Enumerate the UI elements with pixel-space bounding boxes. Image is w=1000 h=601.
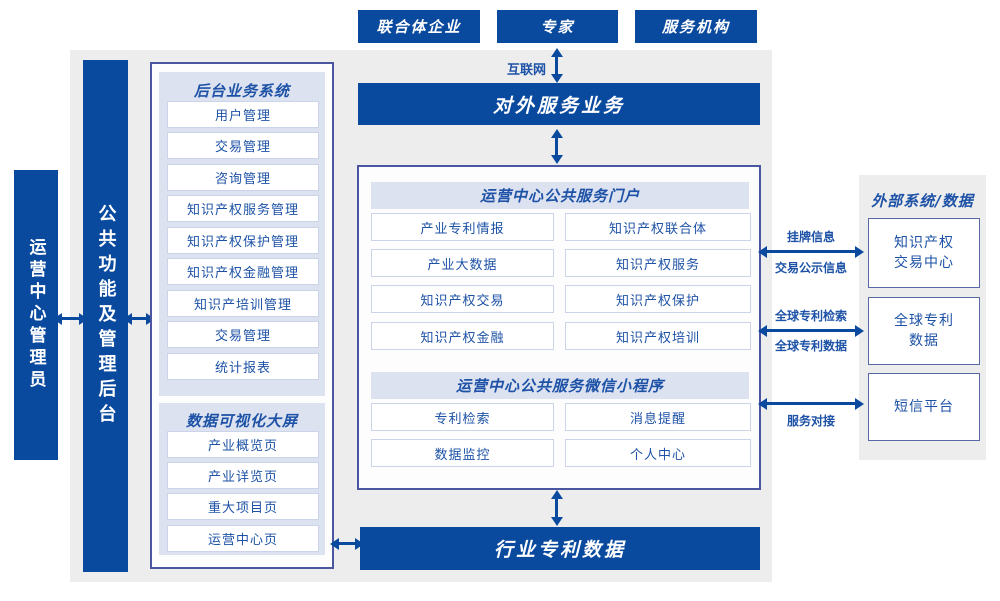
- backend-item-user-management: 用户管理: [167, 101, 319, 128]
- backend-item-statistics-reports: 统计报表: [167, 353, 319, 380]
- backend-item-ip-training-management: 知识产培训管理: [167, 290, 319, 317]
- external-system-sms-platform: 短信平台: [868, 373, 980, 441]
- double-arrow-icon: [330, 537, 364, 550]
- admin-sidebar: 运营中心管理员: [14, 170, 58, 460]
- double-arrow-icon: [758, 397, 864, 410]
- portal-item-industry-big-data: 产业大数据: [371, 249, 554, 277]
- portal-item-ip-trading: 知识产权交易: [371, 285, 554, 313]
- dashboard-item-industry-detail: 产业详览页: [167, 462, 319, 489]
- backend-item-consulting-management: 咨询管理: [167, 164, 319, 191]
- miniprogram-item-message-reminder: 消息提醒: [565, 403, 751, 431]
- portal-item-ip-service: 知识产权服务: [565, 249, 751, 277]
- vertical-double-arrow-icon: [550, 129, 563, 164]
- portal-item-ip-finance: 知识产权金融: [371, 322, 554, 350]
- connection-label-global-patent-data: 全球专利数据: [774, 339, 847, 353]
- backend-functions-sidebar: 公共功能及管理后台: [83, 60, 128, 572]
- portal-item-ip-training: 知识产权培训: [565, 322, 751, 350]
- backend-item-ip-finance-management: 知识产权金融管理: [167, 258, 319, 285]
- dashboard-item-industry-overview: 产业概览页: [167, 431, 319, 458]
- miniprogram-item-patent-search: 专利检索: [371, 403, 554, 431]
- connection-label-listing-info: 挂牌信息: [786, 230, 835, 244]
- backend-business-panel: 后台业务系统 用户管理 交易管理 咨询管理 知识产权服务管理 知识产权保护管理 …: [159, 72, 325, 396]
- connection-label-trade-publicity-info: 交易公示信息: [774, 261, 847, 275]
- external-systems-title: 外部系统/数据: [871, 192, 974, 210]
- double-arrow-icon: [123, 312, 155, 325]
- double-arrow-icon: [758, 245, 864, 258]
- backend-item-ip-protection-management: 知识产权保护管理: [167, 227, 319, 254]
- double-arrow-icon: [758, 324, 864, 337]
- portal-item-ip-protection: 知识产权保护: [565, 285, 751, 313]
- internet-label: 互联网: [506, 63, 546, 78]
- miniprogram-title: 运营中心公共服务微信小程序: [371, 372, 749, 399]
- external-system-global-patent-data: 全球专利 数据: [868, 297, 980, 365]
- double-arrow-icon: [53, 312, 88, 325]
- industry-patent-data-bar: 行业专利数据: [360, 527, 760, 570]
- left-systems-panel: 后台业务系统 用户管理 交易管理 咨询管理 知识产权服务管理 知识产权保护管理 …: [150, 62, 334, 569]
- actor-service-organizations: 服务机构: [635, 10, 757, 43]
- external-service-bar: 对外服务业务: [358, 83, 760, 125]
- connection-label-global-patent-search: 全球专利检索: [774, 309, 847, 323]
- portal-item-industry-patent-intelligence: 产业专利情报: [371, 213, 554, 241]
- dashboard-item-operation-center: 运营中心页: [167, 525, 319, 552]
- connection-label-service-docking: 服务对接: [786, 414, 835, 428]
- dashboard-title: 数据可视化大屏: [185, 412, 298, 430]
- miniprogram-item-personal-center: 个人中心: [565, 439, 751, 467]
- vertical-double-arrow-icon: [550, 48, 563, 83]
- backend-item-transaction-management: 交易管理: [167, 132, 319, 159]
- backend-business-title: 后台业务系统: [193, 82, 290, 100]
- vertical-double-arrow-icon: [550, 490, 563, 526]
- portal-title: 运营中心公共服务门户: [371, 182, 749, 209]
- backend-item-transaction-management-2: 交易管理: [167, 321, 319, 348]
- portal-item-ip-consortium: 知识产权联合体: [565, 213, 751, 241]
- external-system-ip-trading-center: 知识产权 交易中心: [868, 218, 980, 288]
- miniprogram-item-data-monitoring: 数据监控: [371, 439, 554, 467]
- portal-panel: 运营中心公共服务门户 产业专利情报 知识产权联合体 产业大数据 知识产权服务 知…: [357, 165, 761, 490]
- actor-consortium-enterprises: 联合体企业: [358, 10, 480, 43]
- actor-experts: 专家: [497, 10, 618, 43]
- backend-item-ip-service-management: 知识产权服务管理: [167, 195, 319, 222]
- dashboard-panel: 数据可视化大屏 产业概览页 产业详览页 重大项目页 运营中心页: [159, 403, 325, 555]
- dashboard-item-major-projects: 重大项目页: [167, 493, 319, 520]
